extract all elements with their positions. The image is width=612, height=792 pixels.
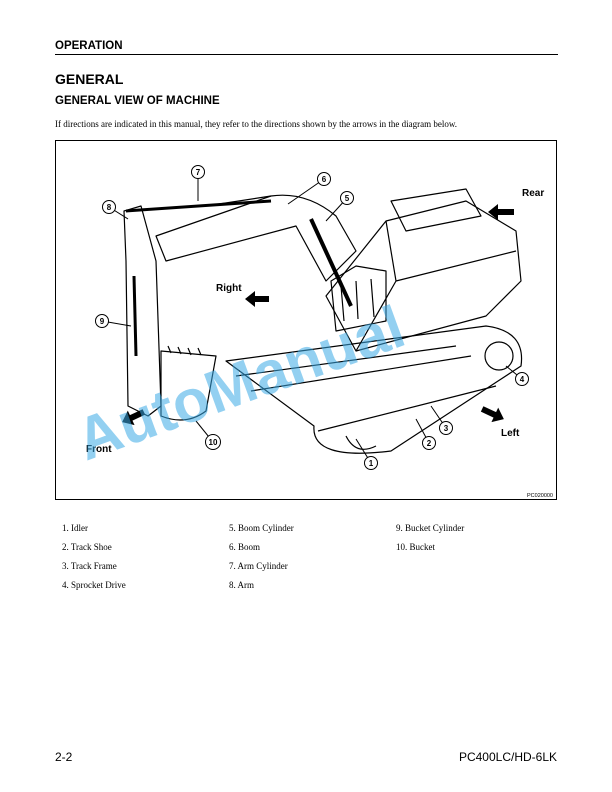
part-item: 10. Bucket	[396, 542, 435, 552]
watermark: AutoManual	[68, 293, 414, 473]
machine-diagram: Rear Right Front Left	[55, 140, 557, 500]
parts-list-col1: 1. Idler 2. Track Shoe 3. Track Frame 4.…	[62, 523, 126, 599]
arm-shape	[123, 205, 162, 417]
parts-list-col2: 5. Boom Cylinder 6. Boom 7. Arm Cylinder…	[229, 523, 294, 599]
part-item: 3. Track Frame	[62, 561, 117, 571]
left-label: Left	[501, 428, 520, 439]
front-label: Front	[86, 444, 112, 455]
page-title: GENERAL	[55, 71, 124, 87]
excavator-drawing: Rear Right Front Left	[68, 165, 553, 499]
callout-1: 1	[369, 459, 374, 468]
callout-2: 2	[427, 439, 432, 448]
bucket-shape	[160, 350, 217, 421]
model-number: PC400LC/HD-6LK	[458, 750, 557, 764]
callout-7: 7	[196, 168, 201, 177]
callout-9: 9	[100, 317, 105, 326]
part-item: 1. Idler	[62, 523, 88, 533]
callout-5: 5	[345, 194, 350, 203]
callout-6: 6	[322, 175, 327, 184]
rear-arrow-icon	[488, 204, 514, 220]
boom-shape	[155, 194, 357, 282]
callout-3: 3	[444, 424, 449, 433]
part-item: 4. Sprocket Drive	[62, 580, 126, 590]
front-arrow-icon	[122, 409, 146, 426]
cab-shape	[330, 265, 387, 332]
sprocket-shape	[484, 341, 514, 371]
callout-10: 10	[209, 438, 218, 447]
rear-label: Rear	[522, 188, 544, 199]
right-label: Right	[216, 283, 242, 294]
page-subtitle: GENERAL VIEW OF MACHINE	[55, 95, 220, 107]
right-arrow-icon	[245, 291, 269, 307]
part-item: 5. Boom Cylinder	[229, 523, 294, 533]
figure-code: PC020000	[527, 493, 553, 499]
part-item: 7. Arm Cylinder	[229, 561, 288, 571]
part-item: 2. Track Shoe	[62, 542, 112, 552]
callout-8: 8	[107, 203, 112, 212]
page-number: 2-2	[55, 750, 73, 764]
intro-text: If directions are indicated in this manu…	[55, 119, 458, 129]
part-item: 8. Arm	[229, 580, 255, 590]
part-item: 6. Boom	[229, 542, 261, 552]
section-header: OPERATION	[55, 40, 558, 55]
part-item: 9. Bucket Cylinder	[396, 523, 465, 533]
track-frame-shape	[225, 325, 523, 454]
callout-4: 4	[520, 375, 525, 384]
hood-shape	[390, 188, 482, 232]
left-arrow-icon	[480, 406, 504, 423]
parts-list-col3: 9. Bucket Cylinder 10. Bucket	[396, 523, 464, 561]
